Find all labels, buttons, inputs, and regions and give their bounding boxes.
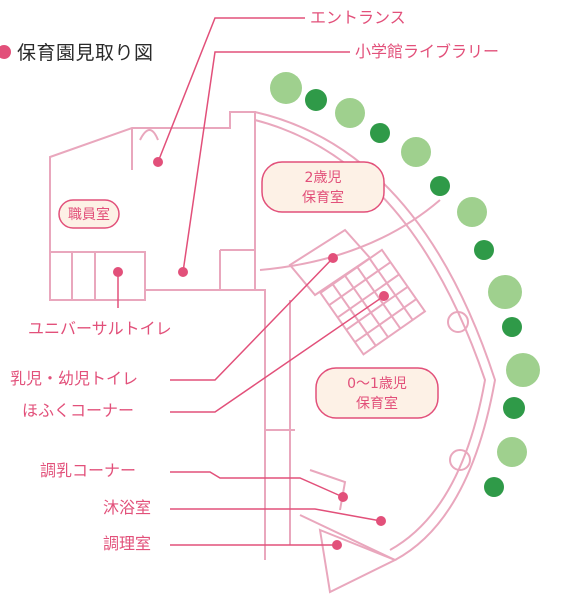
nursing-corner-label: ほふくコーナー xyxy=(22,401,135,420)
corridor-left-wall xyxy=(255,289,266,560)
age2-room-label-line2: 保育室 xyxy=(302,189,344,206)
curved-outer-wall xyxy=(254,111,497,561)
map-title: 保育園見取り図 xyxy=(0,38,154,65)
tree-row xyxy=(270,72,540,497)
formula-corner-dot xyxy=(338,492,348,502)
lower-room-wall xyxy=(299,514,396,561)
bath-room-label: 沐浴室 xyxy=(103,498,152,517)
tree xyxy=(506,353,540,387)
kitchen-dot xyxy=(332,540,342,550)
age2-room-badge: 2歳児 保育室 xyxy=(261,161,385,213)
left-block-outline xyxy=(49,111,256,301)
tree xyxy=(488,275,522,309)
curved-inner-wall xyxy=(254,119,487,551)
nursing-grid xyxy=(319,248,427,356)
staff-room-label: 職員室 xyxy=(68,206,110,223)
pillar xyxy=(449,449,471,471)
library-leader xyxy=(182,51,350,273)
library-label: 小学館ライブラリー xyxy=(355,42,500,61)
kitchen-label: 調理室 xyxy=(103,534,152,553)
building-walls xyxy=(49,111,497,594)
age2-room-label-line1: 2歳児 xyxy=(305,170,342,186)
infant-toilet-leader xyxy=(170,257,334,381)
entrance-leader xyxy=(157,17,305,163)
location-dots xyxy=(113,157,389,550)
lower-wedge xyxy=(318,528,398,594)
tree xyxy=(305,89,327,111)
bath-room-leader xyxy=(170,508,382,522)
title-bullet-icon xyxy=(0,44,11,59)
formula-corner-leader xyxy=(170,471,344,498)
entrance-label: エントランス xyxy=(310,8,406,27)
entrance-notch xyxy=(139,129,159,141)
infant-toilet-dot xyxy=(328,253,338,263)
nursing-corner-leader xyxy=(170,295,385,413)
age01-room-label-line1: 0〜1歳児 xyxy=(347,376,407,392)
staff-room-badge: 職員室 xyxy=(58,199,120,229)
library-dot xyxy=(178,267,188,277)
tree xyxy=(474,240,494,260)
tree xyxy=(502,317,522,337)
bath-room-dot xyxy=(376,516,386,526)
universal-toilet-dot xyxy=(113,267,123,277)
leader-lines xyxy=(117,17,385,546)
age01-room-label-line2: 保育室 xyxy=(356,395,398,412)
tree xyxy=(430,176,450,196)
storage-wall xyxy=(219,249,255,290)
tree xyxy=(484,477,504,497)
tree xyxy=(370,123,390,143)
tree xyxy=(497,437,527,467)
entrance-dot xyxy=(153,157,163,167)
formula-corner-label: 調乳コーナー xyxy=(40,461,137,480)
tree xyxy=(457,197,487,227)
infant-toilet-label: 乳児・幼児トイレ xyxy=(10,369,139,388)
universal-toilet-label: ユニバーサルトイレ xyxy=(28,319,172,338)
map-title-text: 保育園見取り図 xyxy=(17,42,154,64)
tree xyxy=(401,137,431,167)
pillar xyxy=(447,311,469,333)
tree xyxy=(503,397,525,419)
age01-room-badge: 0〜1歳児 保育室 xyxy=(315,367,439,419)
tree xyxy=(270,72,302,104)
tree xyxy=(335,98,365,128)
nursing-corner-dot xyxy=(379,291,389,301)
staff-room-wall xyxy=(50,251,146,300)
